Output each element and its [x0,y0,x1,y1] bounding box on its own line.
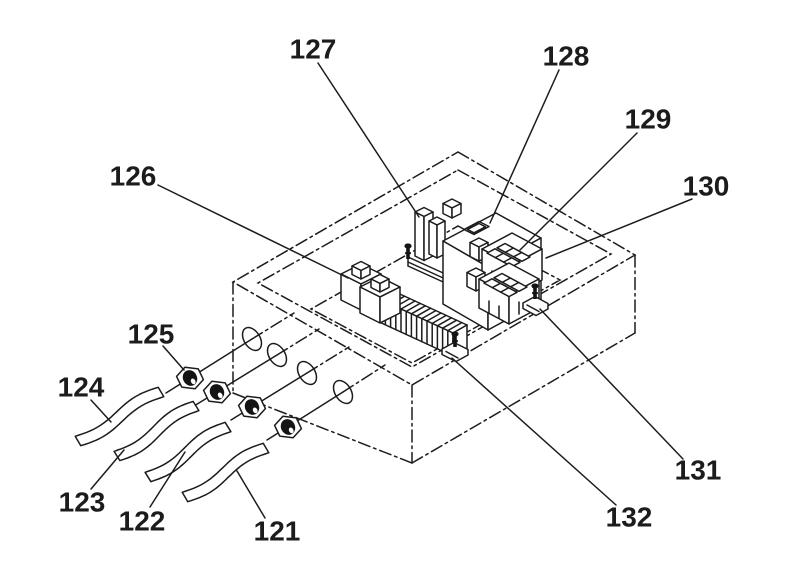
axis-line-solid [193,354,278,407]
bolt-axis-lines [165,312,386,441]
leader-line-129 [519,132,638,251]
ref-label-129: 129 [625,104,672,135]
mounting-screw [451,331,459,347]
ref-label-126: 126 [110,161,157,192]
fin-line [415,307,432,340]
leader-line-131 [539,308,684,460]
fin-line [426,312,442,345]
box-bottom-right-edge [411,332,636,464]
ref-label-122: 122 [119,506,166,537]
fin-line [441,319,458,352]
cable [74,386,165,447]
fin-line [436,317,453,350]
fin-line [405,302,421,336]
leader-line-127 [317,62,420,218]
leader-line-130 [545,198,693,259]
leader-line-128 [489,69,560,224]
ref-label-128: 128 [543,41,590,72]
top-mini-cube [442,198,462,219]
fin-line [421,309,437,343]
enclosure-box-phantom-outline [231,151,637,464]
leader-line-121 [236,470,266,519]
axis-line-phantom [276,328,320,356]
ref-label-123: 123 [59,487,106,518]
fin-line [410,305,427,338]
bracket-step-line [445,350,459,359]
mounting-screw [404,243,412,259]
component-126-fin-block [340,260,468,357]
hex-nut [202,380,232,404]
cable [144,421,232,483]
axis-line-phantom [306,346,350,374]
terminal-strip-rows [483,272,528,298]
ref-label-130: 130 [683,171,730,202]
hex-nut [175,366,205,390]
box-outer-rim [231,151,637,386]
ref-label-125: 125 [128,319,175,350]
component-130-contactor [466,262,540,325]
hex-nut [273,415,303,439]
fin-line [400,300,416,333]
leader-line-122 [149,451,186,508]
leader-line-123 [90,449,125,490]
bracket-step-line [526,304,540,313]
ref-label-127: 127 [290,34,337,65]
component-127-upright-bracket [404,198,462,287]
cable [113,400,200,462]
mounting-screw [531,283,539,299]
leader-line-126 [157,184,349,279]
ref-label-121: 121 [254,516,301,547]
leader-line-124 [90,399,112,423]
fin-line [431,314,447,348]
reference-callouts: 121 122 123 124 125 126 127 128 129 130 131 132 [58,34,730,547]
hex-nut [237,395,267,419]
hex-nuts [175,366,303,439]
fin-block-front-terminal-cube [359,273,401,324]
cable-entry-holes [241,326,354,405]
bracket-132-mounting-foot [441,331,469,363]
cable [181,442,270,503]
ref-label-124: 124 [58,372,105,403]
leader-line-132 [451,357,617,506]
ref-label-132: 132 [606,502,653,533]
bracket-base-rails [407,256,453,287]
axis-line-phantom [342,364,386,393]
contactor-face-ticks [488,300,520,319]
box-inner-rim [256,169,613,368]
ref-label-131: 131 [675,455,722,486]
axis-line-phantom [251,312,295,340]
cables [74,386,270,503]
block-top-slot [463,220,490,236]
leader-line-125 [162,345,185,371]
